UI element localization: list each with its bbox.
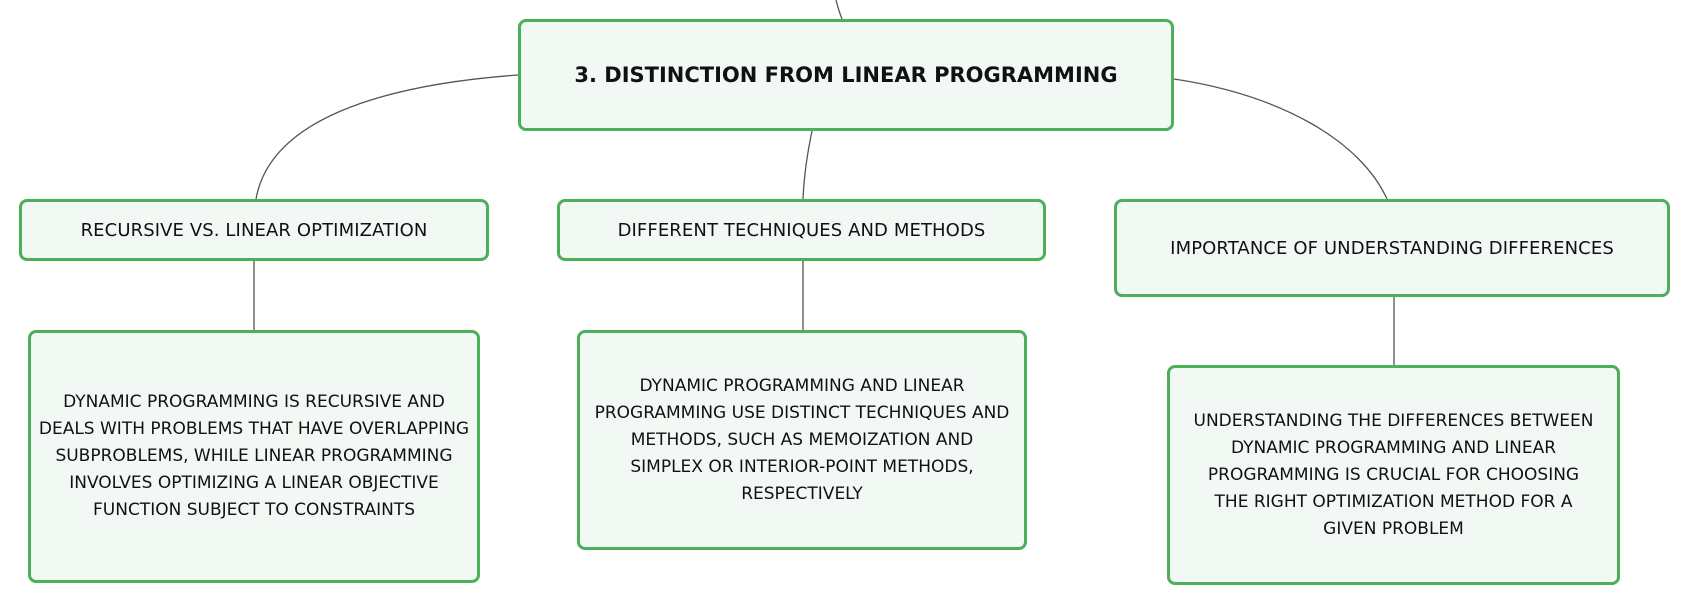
detail-node-recursive-vs-linear[interactable]: DYNAMIC PROGRAMMING IS RECURSIVE AND DEA…	[28, 330, 480, 583]
connector-root-to-branch-3	[1173, 78, 1388, 200]
detail-node-text: DYNAMIC PROGRAMMING IS RECURSIVE AND DEA…	[38, 392, 470, 520]
branch-node-label: RECURSIVE VS. LINEAR OPTIMIZATION	[80, 219, 428, 241]
root-node[interactable]: 3. DISTINCTION FROM LINEAR PROGRAMMING	[518, 19, 1174, 131]
branch-node-label: DIFFERENT TECHNIQUES AND METHODS	[617, 219, 986, 241]
root-node-label: 3. DISTINCTION FROM LINEAR PROGRAMMING	[574, 63, 1118, 87]
connector-root-to-branch-2	[802, 130, 813, 200]
detail-node-text: DYNAMIC PROGRAMMING AND LINEAR PROGRAMMI…	[594, 375, 1010, 504]
branch-node-importance-of-differences[interactable]: IMPORTANCE OF UNDERSTANDING DIFFERENCES	[1114, 199, 1670, 297]
branch-node-techniques-and-methods[interactable]: DIFFERENT TECHNIQUES AND METHODS	[557, 199, 1046, 261]
detail-node-importance-of-differences[interactable]: UNDERSTANDING THE DIFFERENCES BETWEEN DY…	[1167, 365, 1620, 585]
branch-node-label: IMPORTANCE OF UNDERSTANDING DIFFERENCES	[1170, 237, 1614, 259]
detail-node-text: UNDERSTANDING THE DIFFERENCES BETWEEN DY…	[1193, 410, 1594, 539]
branch-node-recursive-vs-linear[interactable]: RECURSIVE VS. LINEAR OPTIMIZATION	[19, 199, 489, 261]
detail-node-techniques-and-methods[interactable]: DYNAMIC PROGRAMMING AND LINEAR PROGRAMMI…	[577, 330, 1027, 550]
connector-parent-to-root	[835, 0, 843, 20]
connector-root-to-branch-1	[255, 74, 519, 200]
